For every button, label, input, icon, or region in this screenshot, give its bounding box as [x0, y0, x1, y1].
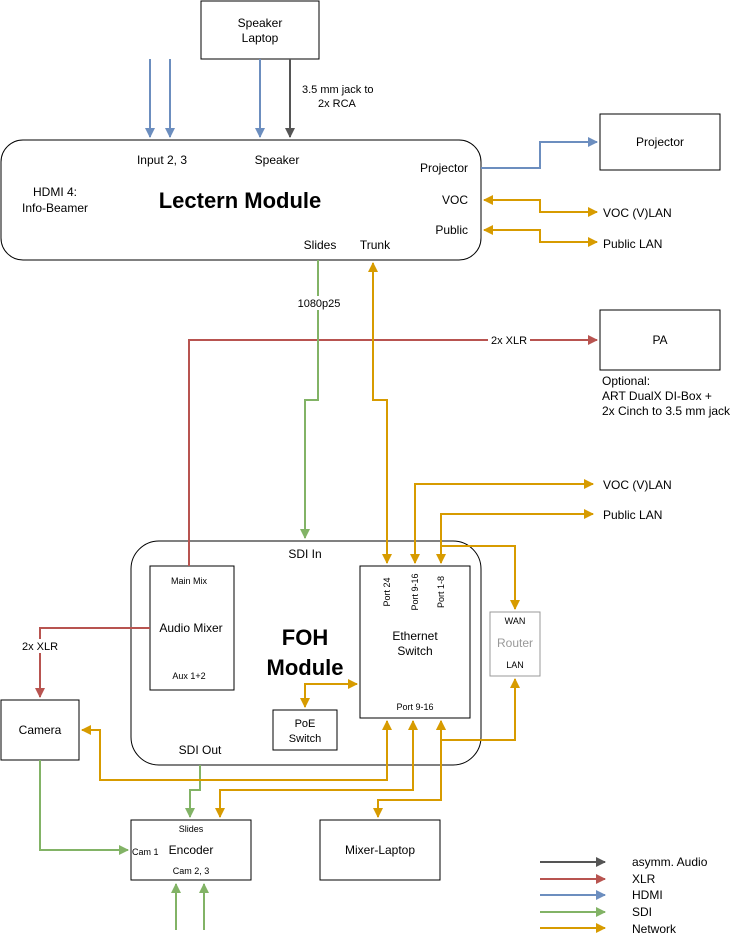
net-public-lectern-connection — [483, 225, 598, 247]
mixer-laptop-title: Mixer-Laptop — [345, 843, 415, 857]
encoder-cam23-port: Cam 2, 3 — [173, 866, 210, 876]
xlr-camera-label: 2x XLR — [22, 641, 58, 653]
jack-label-line2: 2x RCA — [318, 98, 357, 110]
optional-note-line3: 2x Cinch to 3.5 mm jack — [602, 404, 731, 418]
net-voc-foh-connection — [410, 479, 594, 564]
router-title: Router — [497, 636, 533, 650]
voc-lan-foh-label: VOC (V)LAN — [603, 478, 672, 492]
ethernet-switch-title-line1: Ethernet — [392, 629, 438, 643]
legend-label-sdi: SDI — [632, 905, 652, 919]
projector-port-label: Projector — [420, 161, 468, 175]
speaker-laptop-box — [200, 0, 320, 60]
camera-title: Camera — [19, 723, 62, 737]
sdi-in-label: SDI In — [288, 547, 321, 561]
net-mixer-laptop-connection — [373, 720, 446, 818]
port9-16-bottom-label: Port 9-16 — [396, 702, 433, 712]
audio-mixer-box — [149, 565, 235, 691]
voc-lan-top-label: VOC (V)LAN — [603, 206, 672, 220]
net-trunk-connection — [368, 262, 392, 564]
encoder-box — [130, 819, 252, 881]
lectern-module-title: Lectern Module — [159, 188, 322, 213]
hdmi4-label-line1: HDMI 4: — [33, 185, 77, 199]
input-port-label: Input 2, 3 — [137, 153, 187, 167]
sdi-cam1-connection — [39, 760, 129, 855]
projector-box — [599, 113, 721, 171]
voc-port-label: VOC — [442, 193, 468, 207]
sdi-out-connection — [185, 765, 201, 818]
projector-title: Projector — [636, 135, 684, 149]
audio-mixer-title: Audio Mixer — [159, 621, 222, 635]
speaker-laptop-title-line2: Laptop — [242, 31, 279, 45]
encoder-slides-port: Slides — [179, 824, 204, 834]
hdmi-projector-connection — [481, 137, 598, 169]
pa-box — [599, 309, 721, 371]
resolution-label: 1080p25 — [298, 298, 341, 310]
legend-label-audio: asymm. Audio — [632, 855, 708, 869]
poe-switch-title-line2: Switch — [289, 733, 321, 745]
hdmi4-label-line2: Info-Beamer — [22, 201, 88, 215]
public-lan-foh-label: Public LAN — [603, 508, 662, 522]
xlr-camera-connection — [35, 627, 150, 698]
mixer-laptop-box — [319, 819, 441, 881]
jack-label-line1: 3.5 mm jack to — [302, 84, 374, 96]
net-poe-connection — [300, 679, 358, 708]
net-router-wan-connection — [441, 545, 520, 610]
lectern-module — [0, 139, 482, 261]
aux-port: Aux 1+2 — [172, 671, 205, 681]
optional-note-line2: ART DualX DI-Box + — [602, 389, 712, 403]
camera-box — [0, 699, 80, 761]
port24-label: Port 24 — [382, 577, 392, 606]
optional-note-line1: Optional: — [602, 374, 650, 388]
legend-label-network: Network — [632, 922, 677, 936]
router-wan-label: WAN — [505, 616, 526, 626]
sdi-slides-connection — [300, 260, 319, 539]
public-port-label: Public — [435, 223, 468, 237]
sdi-out-label: SDI Out — [179, 743, 222, 757]
ethernet-switch-title-line2: Switch — [397, 644, 432, 658]
legend-label-xlr: XLR — [632, 872, 656, 886]
pa-title: PA — [652, 333, 667, 347]
foh-module-title-line1: FOH — [282, 625, 328, 650]
net-voc-lectern-connection — [483, 195, 598, 217]
slides-port-label: Slides — [304, 238, 337, 252]
xlr-pa-connection — [188, 335, 598, 566]
main-mix-port: Main Mix — [171, 576, 208, 586]
legend-label-hdmi: HDMI — [632, 888, 663, 902]
router-box — [489, 611, 541, 677]
port9-16-top-label: Port 9-16 — [410, 573, 420, 610]
trunk-port-label: Trunk — [360, 238, 391, 252]
port1-8-label: Port 1-8 — [436, 576, 446, 608]
speaker-laptop-title-line1: Speaker — [238, 16, 283, 30]
router-lan-label: LAN — [506, 660, 524, 670]
xlr-pa-label: 2x XLR — [491, 335, 527, 347]
public-lan-top-label: Public LAN — [603, 237, 662, 251]
poe-switch-title-line1: PoE — [295, 718, 316, 730]
legend: asymm. Audio XLR HDMI SDI Network — [540, 855, 708, 936]
encoder-cam1-port: Cam 1 — [132, 847, 159, 857]
encoder-title: Encoder — [169, 843, 214, 857]
foh-module-title-line2: Module — [267, 655, 344, 680]
speaker-port-label: Speaker — [255, 153, 300, 167]
